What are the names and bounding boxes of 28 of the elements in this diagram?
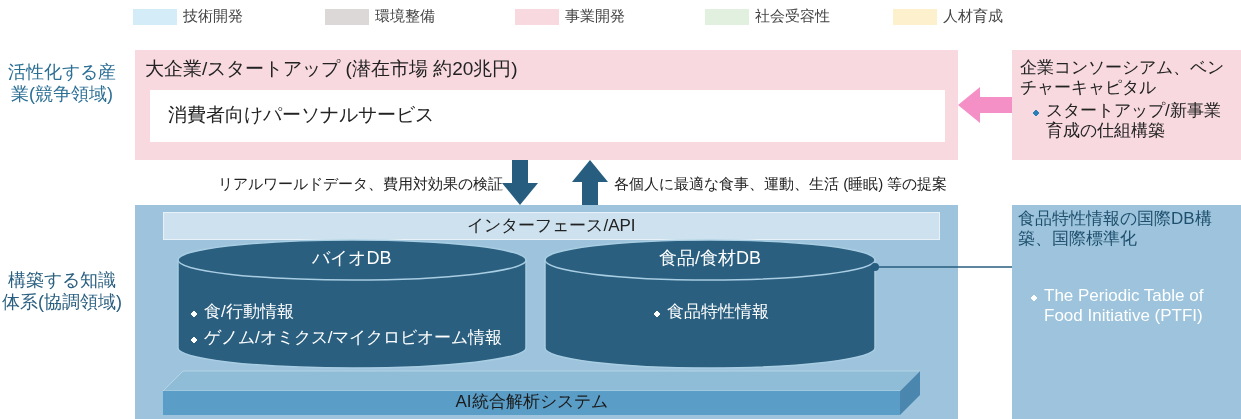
legend-label: 事業開発: [565, 7, 625, 25]
box-title: 消費者向けパーソナルサービス: [168, 104, 435, 127]
legend-label: 環境整備: [375, 7, 435, 25]
legend-label: 人材育成: [943, 7, 1003, 25]
box-title: 大企業/スタートアップ (潜在市場 約20兆円): [145, 58, 519, 81]
list-item: 食/行動情報: [188, 302, 294, 323]
box-title: 食品特性情報の国際DB構築、国際標準化: [1018, 209, 1213, 250]
row-label: 構築する知識体系(協調領域): [2, 270, 122, 314]
group-box: [135, 50, 958, 160]
cylinder-title: 食品/食材DB: [658, 248, 762, 270]
note-box: [1012, 205, 1241, 419]
block-arrow: [502, 160, 538, 205]
legend-label: 技術開発: [183, 7, 243, 25]
list-item: 食品特性情報: [651, 302, 769, 323]
list-item: ゲノム/オミクス/マイクロビオーム情報: [188, 328, 503, 349]
leader-line: [871, 263, 1013, 271]
row-label: 活性化する産業(競争領域): [7, 62, 117, 106]
interface-bar: [163, 212, 940, 240]
legend-label: 社会受容性: [755, 7, 830, 25]
box-title: インターフェース/API: [466, 216, 637, 237]
platform-panel: [135, 205, 958, 419]
block-arrow: [958, 87, 1012, 123]
cylinder-title: バイオDB: [311, 248, 393, 270]
box-title: 企業コンソーシアム、ベンチャーキャピタル: [1020, 58, 1225, 99]
system-label: AI統合解析システム: [454, 392, 609, 413]
block-arrow: [572, 160, 608, 205]
service-box: [150, 90, 945, 142]
note-box: [1012, 50, 1241, 160]
